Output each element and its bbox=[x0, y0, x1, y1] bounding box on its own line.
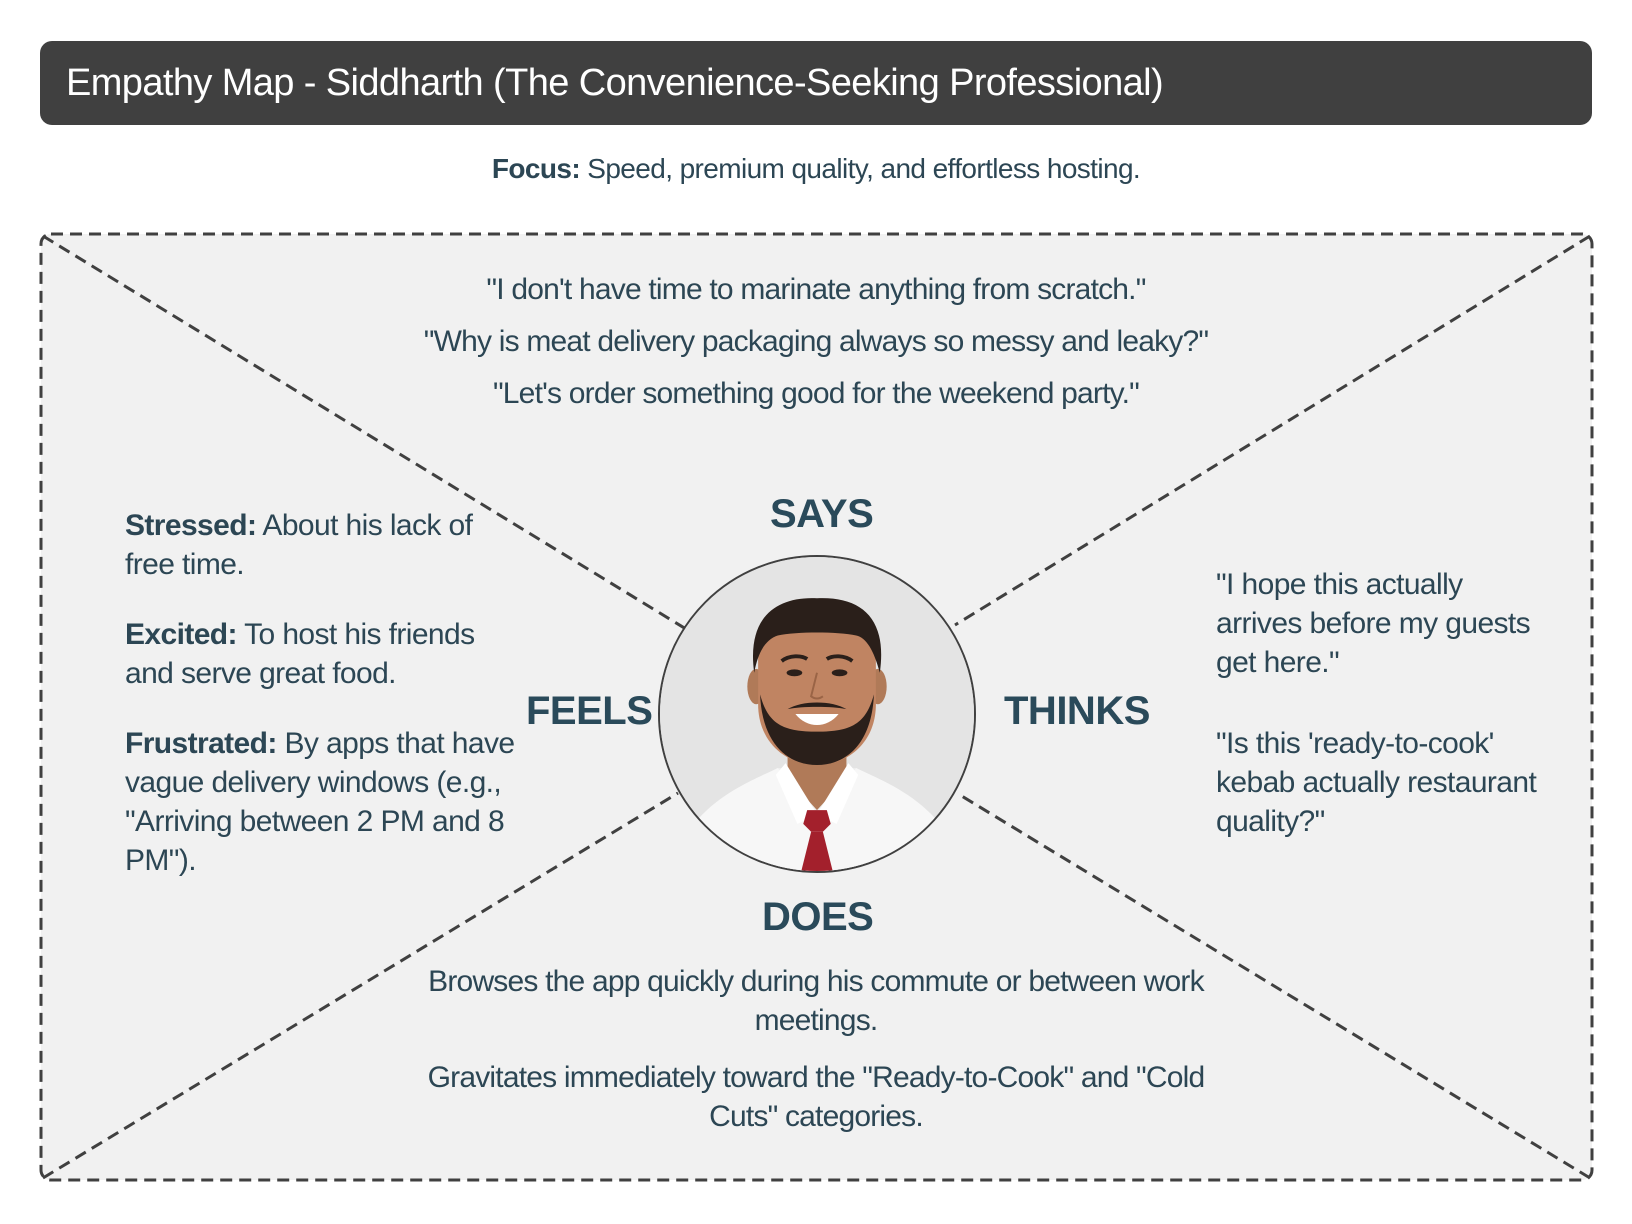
feels-description: About his lack of free time. bbox=[125, 509, 473, 581]
does-item: Browses the app quickly during his commu… bbox=[428, 965, 1204, 1037]
person-photo-icon bbox=[660, 557, 974, 871]
does-label: DOES bbox=[762, 895, 874, 939]
feels-item: Excited: To host his friends and serve g… bbox=[125, 615, 525, 693]
thinks-quote: "Is this 'ready-to-cook' kebab actually … bbox=[1216, 727, 1537, 838]
persona-avatar bbox=[658, 555, 976, 873]
says-label: SAYS bbox=[770, 492, 874, 536]
thinks-quote: "I hope this actually arrives before my … bbox=[1216, 568, 1531, 679]
thinks-content: "I hope this actually arrives before my … bbox=[1216, 565, 1546, 883]
focus-text: Speed, premium quality, and effortless h… bbox=[580, 153, 1141, 184]
focus-statement: Focus: Speed, premium quality, and effor… bbox=[0, 153, 1632, 185]
feels-term: Stressed: bbox=[125, 509, 257, 542]
says-quote: "I don't have time to marinate anything … bbox=[486, 273, 1146, 306]
feels-content: Stressed: About his lack of free time. E… bbox=[125, 506, 525, 911]
feels-term: Excited: bbox=[125, 618, 238, 651]
feels-label: FEELS bbox=[526, 689, 653, 733]
does-item: Gravitates immediately toward the "Ready… bbox=[427, 1061, 1206, 1133]
feels-term: Frustrated: bbox=[125, 727, 277, 760]
does-content: Browses the app quickly during his commu… bbox=[0, 962, 1632, 1154]
thinks-label: THINKS bbox=[1004, 689, 1150, 733]
feels-item: Frustrated: By apps that have vague deli… bbox=[125, 724, 525, 880]
focus-label: Focus: bbox=[491, 153, 581, 184]
feels-description: By apps that have vague delivery windows… bbox=[125, 727, 515, 877]
says-quote: "Let's order something good for the week… bbox=[492, 377, 1140, 410]
feels-description: To host his friends and serve great food… bbox=[125, 618, 475, 690]
title-bar: Empathy Map - Siddharth (The Convenience… bbox=[40, 41, 1592, 125]
feels-item: Stressed: About his lack of free time. bbox=[125, 506, 525, 584]
says-content: "I don't have time to marinate anything … bbox=[0, 270, 1632, 426]
says-quote: "Why is meat delivery packaging always s… bbox=[423, 325, 1209, 358]
page-title: Empathy Map - Siddharth (The Convenience… bbox=[66, 61, 1164, 104]
